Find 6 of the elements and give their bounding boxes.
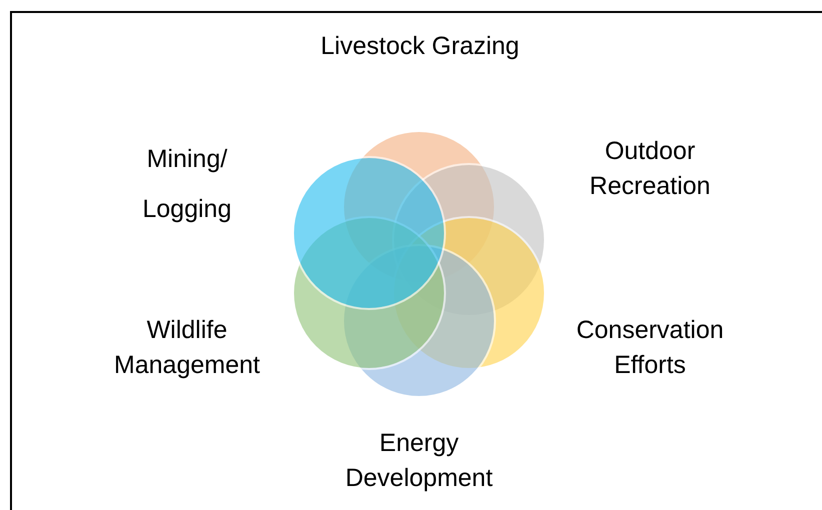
circle-label: Conservation Efforts [575,315,725,381]
circle-label: Mining/ Logging [142,144,232,225]
circle-label: Energy Development [344,428,494,494]
circle-label: Livestock Grazing [320,31,520,62]
circle-label: Wildlife Management [113,315,261,381]
circle-label: Outdoor Recreation [588,136,712,202]
